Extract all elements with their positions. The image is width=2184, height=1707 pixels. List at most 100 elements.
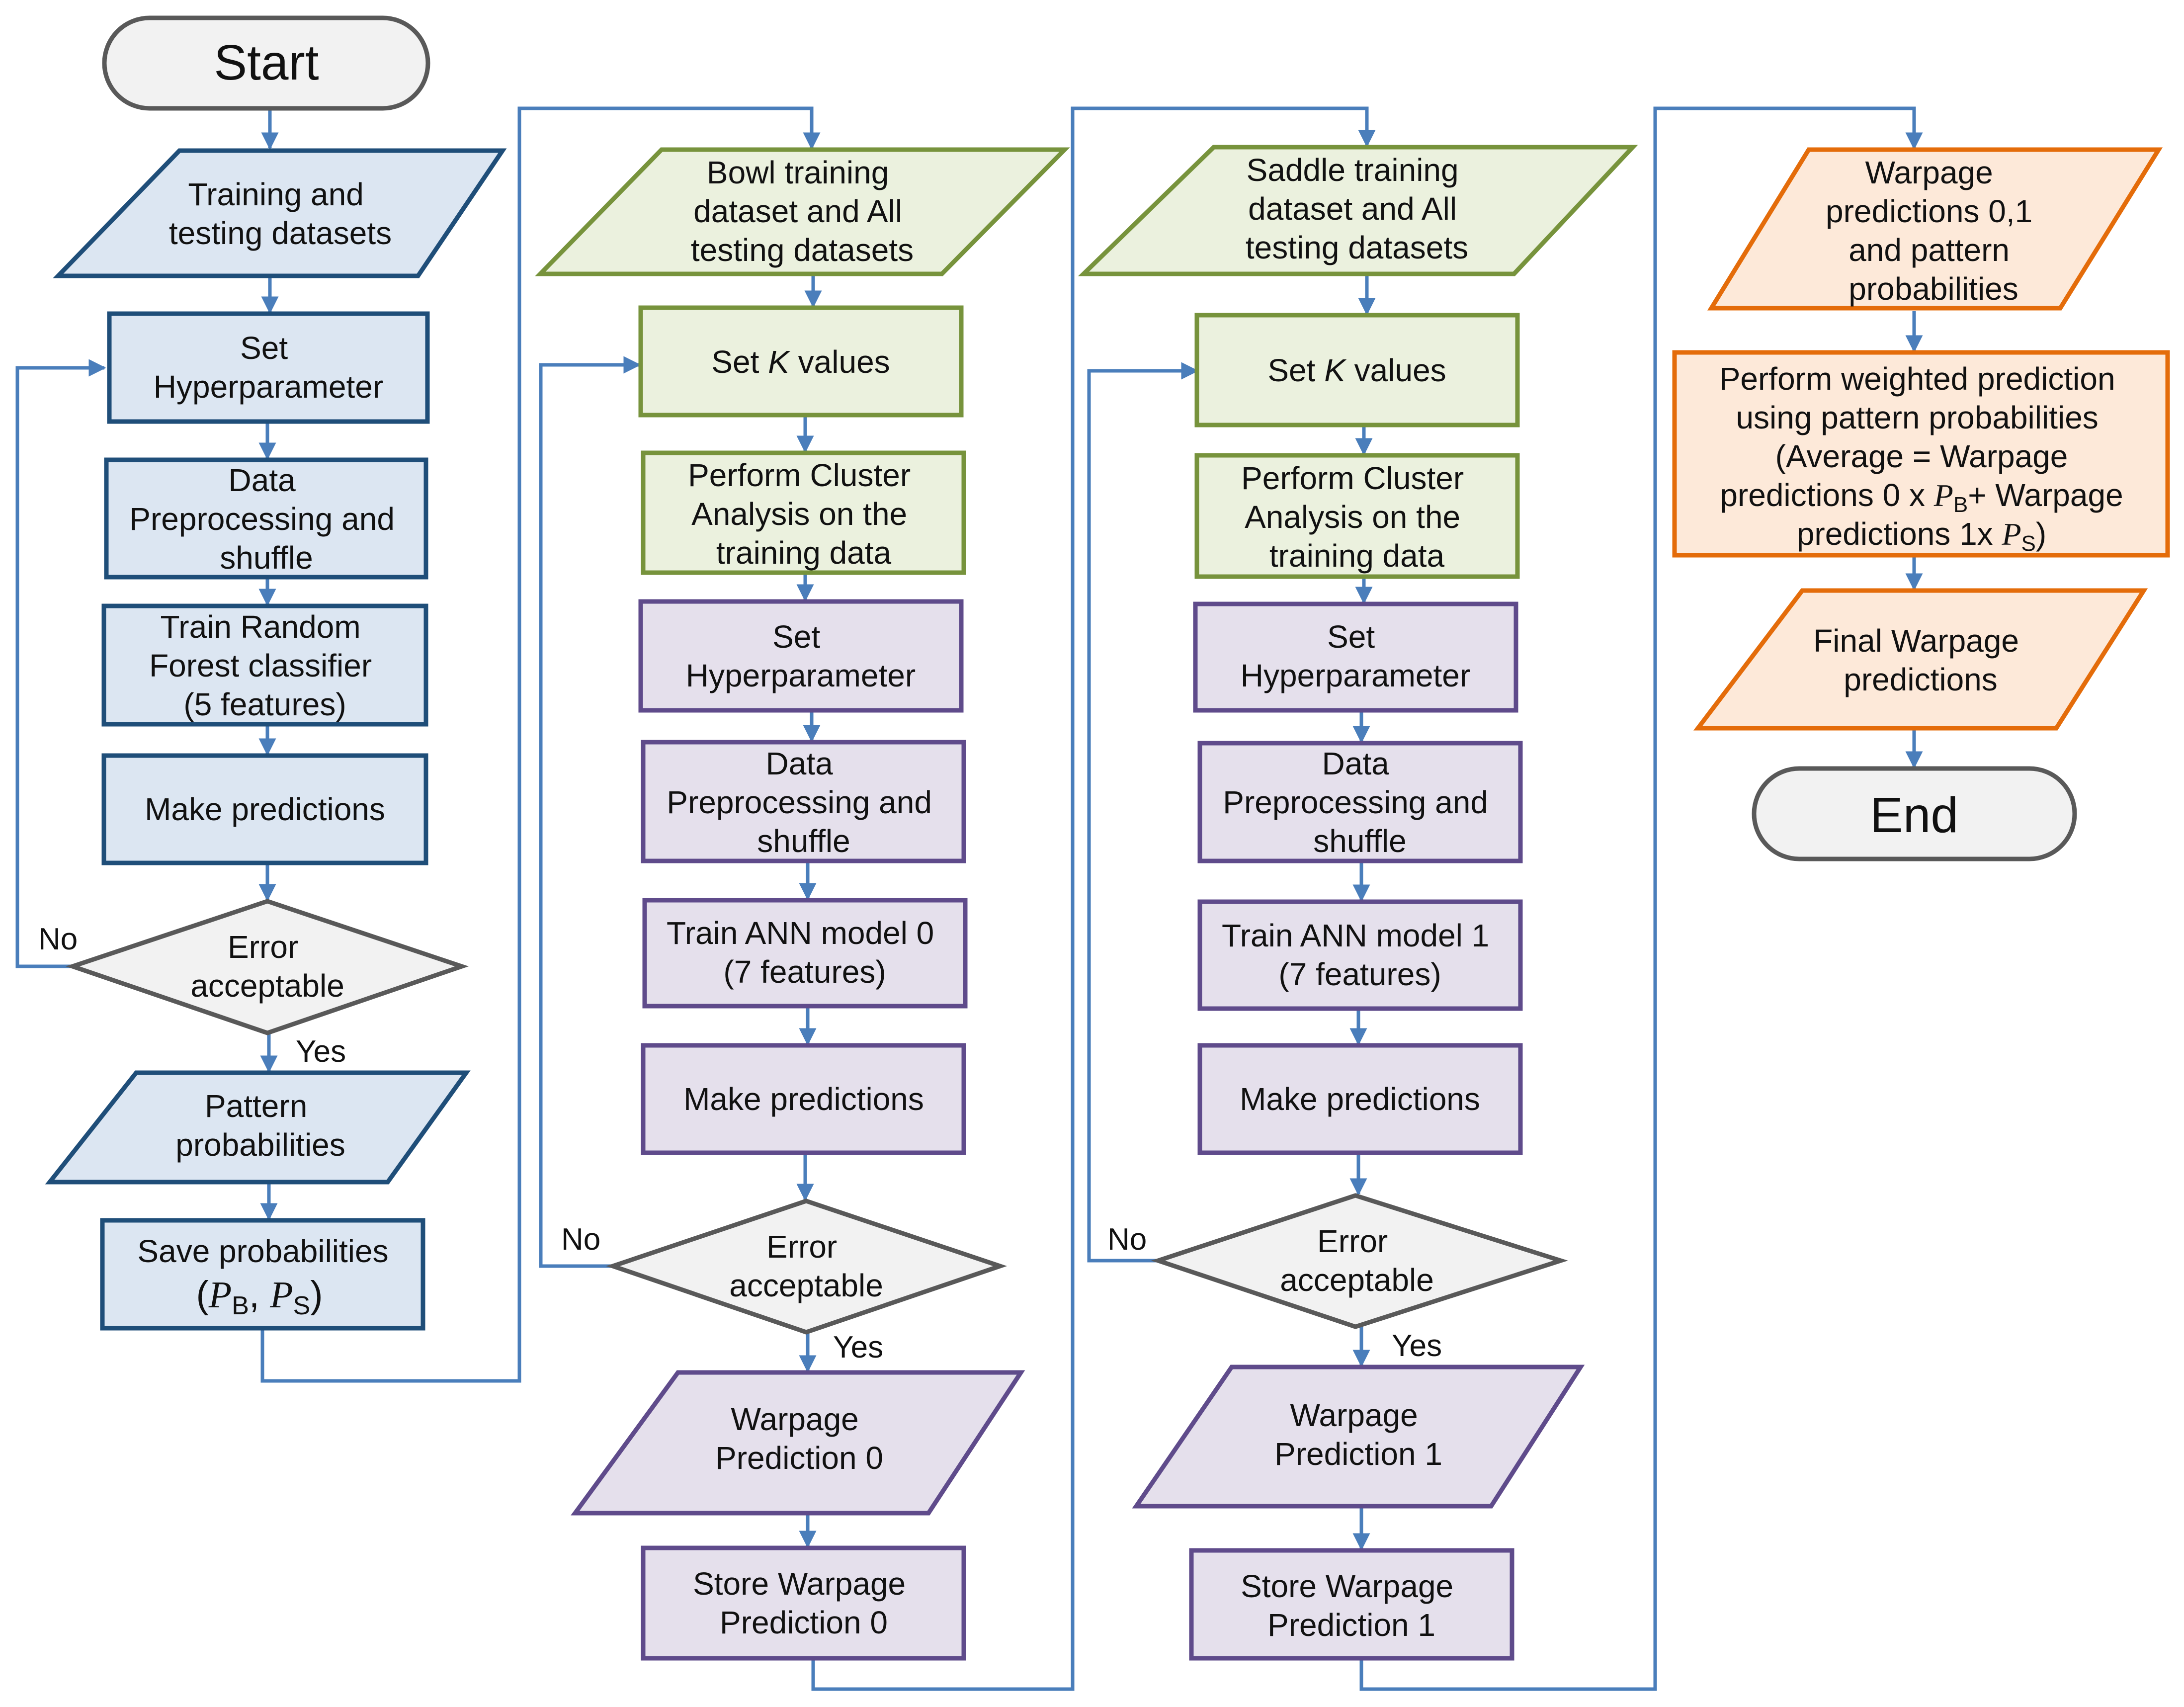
no-label-col3: No [1107,1222,1147,1257]
make-predictions-col3-label: Make predictions [1240,1081,1480,1117]
weighted-line-3: (Average = Warpage [1775,438,2068,474]
svg-text:Store Warpage Prediction: Store Warpage Prediction 1 [1241,1568,1462,1643]
yes-label-col2: Yes [833,1330,883,1365]
svg-text:Perform weighted prediction: Perform weighted prediction using patter… [1719,361,2124,474]
link-col1-to-col2 [260,106,821,1383]
svg-text:Train ANN model 0 (7 fea: Train ANN model 0 (7 features) [667,915,943,990]
svg-text:Store Warpage Prediction: Store Warpage Prediction 0 [693,1566,915,1640]
inputs-line-4: probabilities [1848,271,2018,307]
inputs-line-2: predictions 0,1 [1826,193,2032,229]
svg-text:Warpage Prediction 1: Warpage Prediction 1 [1274,1397,1442,1472]
cluster-col2-line-1: Perform Cluster [688,457,911,493]
warpage-prediction-1-output: Warpage Prediction 1 [1132,1365,1585,1509]
svg-text:Final Warpage prediction: Final Warpage predictions [1813,623,2028,697]
rf-line-3: (5 features) [183,686,346,722]
bowl-datasets-input: Bowl training dataset and All testing da… [535,147,1070,276]
set-hyperparameter-box-col2: Set Hyperparameter [638,599,964,713]
svg-text:Error acceptable: Error acceptable [190,929,344,1004]
bowl-line-1: Bowl training [707,155,889,190]
ann0-line-2: (7 features) [723,954,886,990]
warp1-line-1: Warpage [1290,1397,1418,1433]
rf-line-1: Train Random [161,609,361,645]
warp0-line-1: Warpage [731,1401,858,1437]
preprocess-col3-line-2: Preprocessing and [1223,784,1488,820]
decision-col3-line-2: acceptable [1280,1262,1434,1298]
bowl-line-3: testing datasets [691,232,914,268]
save-probabilities-label: Save probabilities [137,1233,388,1269]
decision-line-1: Error [228,929,298,965]
ann1-line-2: (7 features) [1278,956,1441,992]
bowl-line-2: dataset and All [693,193,902,229]
data-preprocessing-box-col2: Data Preprocessing and shuffle [641,740,966,863]
saddle-datasets-input: Saddle training dataset and All testing … [1078,145,1638,276]
pattern-probabilities-output: Pattern probabilities [45,1070,471,1185]
make-predictions-label: Make predictions [145,791,385,827]
store0-line-2: Prediction 0 [720,1605,888,1640]
weighted-line-1: Perform weighted prediction [1719,361,2115,397]
store-warpage-prediction-1-box: Store Warpage Prediction 1 [1189,1548,1514,1661]
ann0-line-1: Train ANN model 0 [667,915,934,951]
svg-text:Data Preprocessing and: Data Preprocessing and shuffle [1223,746,1497,859]
preprocess-line-3: shuffle [220,540,313,576]
weighted-line-4: predictions 0 x PB+ Warpage [1720,477,2123,517]
svg-text:Error acceptable: Error acceptable [1280,1223,1434,1298]
hyper-col2-line-2: Hyperparameter [686,658,916,693]
start-label: Start [214,35,319,90]
error-acceptable-decision-col2: Error acceptable [605,1198,1008,1335]
svg-text:Warpage predictions 0,1: Warpage predictions 0,1 and pattern prob… [1826,155,2041,307]
preprocess-line-2: Preprocessing and [129,501,395,537]
svg-text:Pattern probabilities: Pattern probabilities [175,1088,345,1163]
svg-text:Set Hyperparameter: Set Hyperparameter [154,330,383,405]
set-hyperparameter-box: Set Hyperparameter [107,311,430,424]
final-warpage-predictions-output: Final Warpage predictions [1693,588,2148,731]
svg-text:Perform Cluster Analysis: Perform Cluster Analysis on the training… [1241,460,1473,574]
hyper-line-2: Hyperparameter [154,369,383,405]
cluster-analysis-box-col2: Perform Cluster Analysis on the training… [641,450,966,575]
cluster-col2-line-2: Analysis on the [691,496,907,532]
preprocess-col2-line-3: shuffle [757,823,850,859]
save-probabilities-box: Save probabilities (PB, PS) [100,1218,425,1331]
yes-label: Yes [296,1034,346,1069]
error-acceptable-decision-col3: Error acceptable [1151,1193,1568,1329]
svg-text:Set Hyperparameter: Set Hyperparameter [686,619,916,693]
final-line-2: predictions [1844,662,1998,697]
cluster-analysis-box-col3: Perform Cluster Analysis on the training… [1194,453,1520,579]
datasets-line-2: testing datasets [169,215,392,251]
cluster-col3-line-3: training data [1269,538,1445,574]
final-line-1: Final Warpage [1813,623,2019,659]
datasets-line-1: Training and [188,176,363,212]
hyper-col2-line-1: Set [772,619,820,655]
cluster-col2-line-3: training data [716,535,892,571]
saddle-line-2: dataset and All [1248,191,1457,227]
decision-col2-line-2: acceptable [729,1268,883,1303]
svg-text:Train ANN model 1 (7 fea: Train ANN model 1 (7 features) [1222,918,1498,992]
hyper-line-1: Set [240,330,288,366]
preprocess-col2-line-1: Data [766,746,834,781]
make-predictions-box: Make predictions [101,753,428,865]
start-terminal: Start [102,15,430,111]
set-k-label-col2: Set K values [711,344,890,380]
warpage-prediction-0-output: Warpage Prediction 0 [571,1370,1025,1516]
warp1-line-2: Prediction 1 [1274,1436,1442,1472]
link-col2-to-col3 [811,106,1376,1691]
end-label: End [1870,787,1958,843]
warpage-pattern-inputs: Warpage predictions 0,1 and pattern prob… [1707,147,2163,311]
train-ann-model-0-box: Train ANN model 0 (7 features) [642,898,968,1009]
set-k-label-col3: Set K values [1267,352,1446,388]
set-k-values-box-col3: Set K values [1194,313,1520,427]
store1-line-2: Prediction 1 [1267,1607,1435,1643]
warp0-line-2: Prediction 0 [715,1440,883,1476]
rf-line-2: Forest classifier [149,648,372,683]
preprocess-col2-line-2: Preprocessing and [667,784,932,820]
save-probabilities-math: (PB, PS) [196,1274,323,1320]
preprocess-col3-line-3: shuffle [1313,823,1406,859]
end-terminal: End [1752,766,2077,861]
cluster-col3-line-2: Analysis on the [1245,499,1460,535]
decision-col3-line-1: Error [1317,1223,1388,1259]
store1-line-1: Store Warpage [1241,1568,1453,1604]
decision-col2-line-1: Error [766,1229,837,1265]
preprocess-col3-line-1: Data [1322,746,1390,781]
train-random-forest-box: Train Random Forest classifier (5 featur… [101,603,428,727]
error-acceptable-decision: Error acceptable [65,899,469,1035]
yes-label-col3: Yes [1392,1329,1442,1363]
